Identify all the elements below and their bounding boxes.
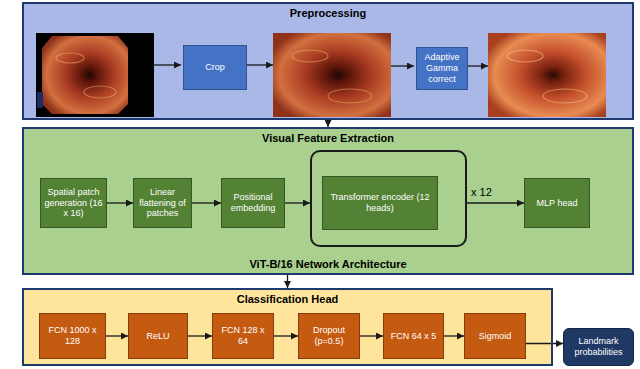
mucosa-fold xyxy=(507,50,543,62)
flow-arrow xyxy=(526,343,563,344)
encoder-box: Transformer encoder (12 heads) xyxy=(322,176,438,230)
mucosa-fold xyxy=(292,50,328,62)
fcn-box: FCN 128 x 64 xyxy=(212,313,274,359)
flow-arrow xyxy=(467,202,524,203)
flow-arrow xyxy=(360,335,383,336)
mucosa-fold xyxy=(84,86,116,98)
encoder-stack: x 12Transformer encoder (12 heads) xyxy=(310,150,467,247)
box-label: FCN 128 x 64 xyxy=(216,325,270,347)
flow-arrow xyxy=(391,65,414,66)
fcn-box: FCN 1000 x 128 xyxy=(39,313,106,359)
box-label: Transformer encoder (12 heads) xyxy=(326,192,434,214)
flow-arrow xyxy=(274,335,298,336)
flow-arrow xyxy=(154,64,181,65)
box-label: Landmark probabilities xyxy=(567,336,630,358)
flatten-box: Linear flattening of patches xyxy=(133,178,192,228)
repeat-count: x 12 xyxy=(469,186,494,198)
band-fill xyxy=(22,127,634,275)
box-label: Adaptive Gamma correct xyxy=(420,52,464,84)
embedding-box: Positional embedding xyxy=(221,178,285,228)
band-fill xyxy=(22,288,553,366)
flow-arrow xyxy=(287,275,288,288)
box-label: MLP head xyxy=(537,198,578,209)
box-label: ReLU xyxy=(146,331,169,342)
image-marker xyxy=(37,92,43,108)
box-label: Dropout (p=0.5) xyxy=(302,325,356,347)
dropout-box: Dropout (p=0.5) xyxy=(298,313,360,359)
output-box: Landmark probabilities xyxy=(563,328,634,366)
flow-arrow xyxy=(444,335,464,336)
patch-box: Spatial patch generation (16 x 16) xyxy=(40,178,107,228)
box-label: FCN 1000 x 128 xyxy=(43,325,102,347)
feature-band: Visual Feature ExtractionViT-B/16 Networ… xyxy=(22,127,634,275)
mucosa-fold xyxy=(543,89,587,103)
gamma-box: Adaptive Gamma correct xyxy=(416,47,468,90)
box-label: Sigmoid xyxy=(479,331,512,342)
box-label: FCN 64 x 5 xyxy=(391,331,437,342)
flow-arrow xyxy=(192,202,221,203)
flow-arrow xyxy=(107,202,133,203)
mucosa-fold xyxy=(328,89,372,103)
flow-arrow xyxy=(285,202,310,203)
box-label: Spatial patch generation (16 x 16) xyxy=(44,187,103,219)
band-title: Visual Feature Extraction xyxy=(24,132,632,144)
flow-arrow xyxy=(188,335,212,336)
band-caption: ViT-B/16 Network Architecture xyxy=(24,258,632,270)
box-label: Crop xyxy=(205,62,225,73)
sigmoid-box: Sigmoid xyxy=(464,313,526,359)
classifier-band: Classification HeadFCN 1000 x 128 ReLU FCN… xyxy=(22,288,553,366)
fcn-box: FCN 64 x 5 xyxy=(383,313,444,359)
box-label: Positional embedding xyxy=(225,192,281,214)
endoscopy-image xyxy=(273,33,391,117)
flow-arrow xyxy=(327,120,328,127)
flow-arrow xyxy=(106,335,128,336)
band-title: Classification Head xyxy=(24,293,551,305)
mucosa-fold xyxy=(56,53,84,63)
crop-box: Crop xyxy=(183,45,247,90)
endoscopy-image xyxy=(42,36,128,114)
band-fill xyxy=(22,2,634,120)
flow-arrow xyxy=(466,65,488,66)
band-title: Preprocessing xyxy=(24,7,632,19)
endoscopy-image xyxy=(488,33,606,117)
box-label: Linear flattening of patches xyxy=(137,187,188,219)
endoscopy-frame xyxy=(36,33,154,117)
flow-arrow xyxy=(245,64,273,65)
preprocessing-band: PreprocessingCrop Adaptive Gamma correct xyxy=(22,2,634,120)
relu-box: ReLU xyxy=(128,313,188,359)
mlp-box: MLP head xyxy=(524,178,590,228)
